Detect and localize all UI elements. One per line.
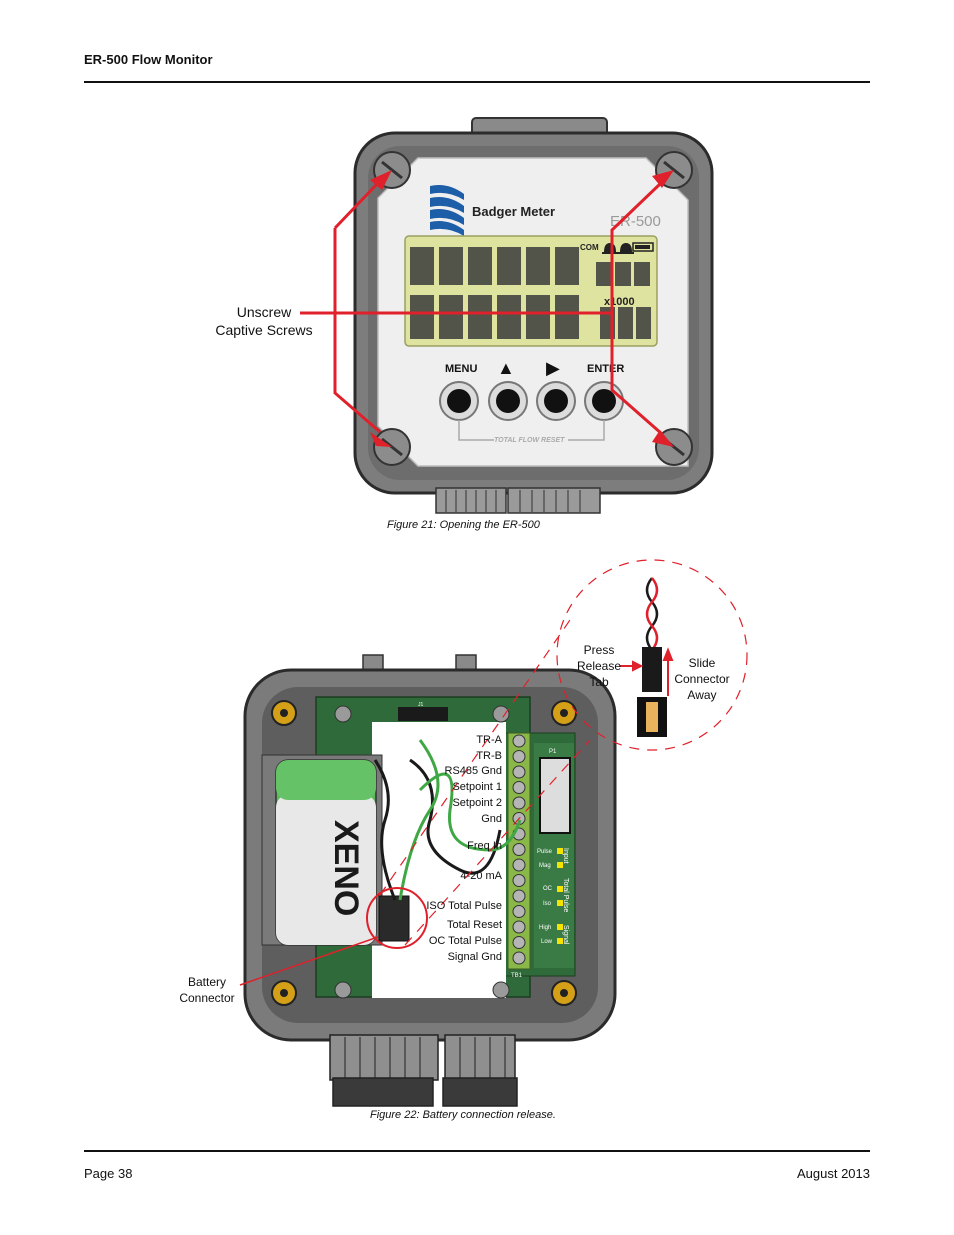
terminal-label: Gnd <box>481 812 502 825</box>
svg-text:High: High <box>539 925 551 931</box>
svg-text:J1: J1 <box>418 702 424 708</box>
figure-21-illustration: Badger Meter ER-500 COM x1000 MENU ▲ ▶ E… <box>300 117 714 514</box>
terminal-label: RS485 Gnd <box>444 765 502 778</box>
brand-label: Badger Meter <box>472 204 555 219</box>
menu-label: MENU <box>445 363 477 375</box>
p1-connector <box>539 757 571 834</box>
terminal-label: TR-A <box>476 734 502 746</box>
terminal-label: Setpoint 1 <box>452 781 502 794</box>
terminal-label: OC Total Pulse <box>428 935 502 948</box>
enter-label: ENTER <box>587 363 624 375</box>
figure-22-illustration: J1 P1 TB1 Pulse Mag OC Iso High Low Inpu… <box>239 559 748 1107</box>
svg-text:Input: Input <box>562 848 569 864</box>
figure-21-caption: Figure 21: Opening the ER-500 <box>387 519 540 531</box>
terminal-label-sticker <box>372 722 506 998</box>
battery-brand: XENO <box>327 820 365 916</box>
svg-text:Iso: Iso <box>543 901 552 907</box>
svg-text:Total Pulse: Total Pulse <box>562 878 569 912</box>
slide-connector-callout: Slide Connector Away <box>674 656 730 702</box>
document-header: ER-500 Flow Monitor <box>84 52 213 67</box>
footer-rule <box>84 1150 870 1152</box>
badger-meter-logo-icon <box>430 185 464 236</box>
svg-text:Pulse: Pulse <box>537 849 553 855</box>
terminal-label: Total Reset <box>446 919 502 932</box>
terminal-label: Setpoint 2 <box>452 796 502 809</box>
terminal-label: Signal Gnd <box>447 950 502 963</box>
header-rule <box>84 81 870 83</box>
unscrew-callout: Unscrew Captive Screws <box>215 304 313 338</box>
battery-level-icon <box>632 242 654 252</box>
svg-text:OC: OC <box>543 886 553 892</box>
page-number: Page 38 <box>84 1166 133 1181</box>
terminal-labels: TR-A TR-B RS485 Gnd Setpoint 1 Setpoint … <box>400 733 502 965</box>
terminal-label: 4-20 mA <box>460 869 502 882</box>
terminal-label: Freq In <box>467 840 502 853</box>
svg-text:P1: P1 <box>549 749 557 755</box>
alarm-bell-icon <box>602 243 634 254</box>
up-arrow-icon: ▲ <box>497 358 515 378</box>
battery-connector-callout: Battery Connector <box>179 975 235 1005</box>
terminal-label: TR-B <box>476 749 502 762</box>
total-flow-reset-label: TOTAL FLOW RESET <box>494 437 565 444</box>
zoom-plug <box>642 647 662 692</box>
publication-date: August 2013 <box>796 1166 870 1181</box>
model-label: ER-500 <box>610 213 661 230</box>
press-release-callout: Press Release Tab <box>576 643 622 689</box>
svg-text:Signal: Signal <box>562 925 569 945</box>
svg-text:TB1: TB1 <box>511 973 523 979</box>
right-arrow-icon: ▶ <box>546 358 560 378</box>
figure-22-caption: Figure 22: Battery connection release. <box>370 1109 556 1121</box>
terminal-label: ISO Total Pulse <box>426 899 502 912</box>
svg-text:Mag: Mag <box>539 863 551 869</box>
svg-text:Low: Low <box>541 939 553 945</box>
lcd-com-label: COM <box>580 243 599 252</box>
